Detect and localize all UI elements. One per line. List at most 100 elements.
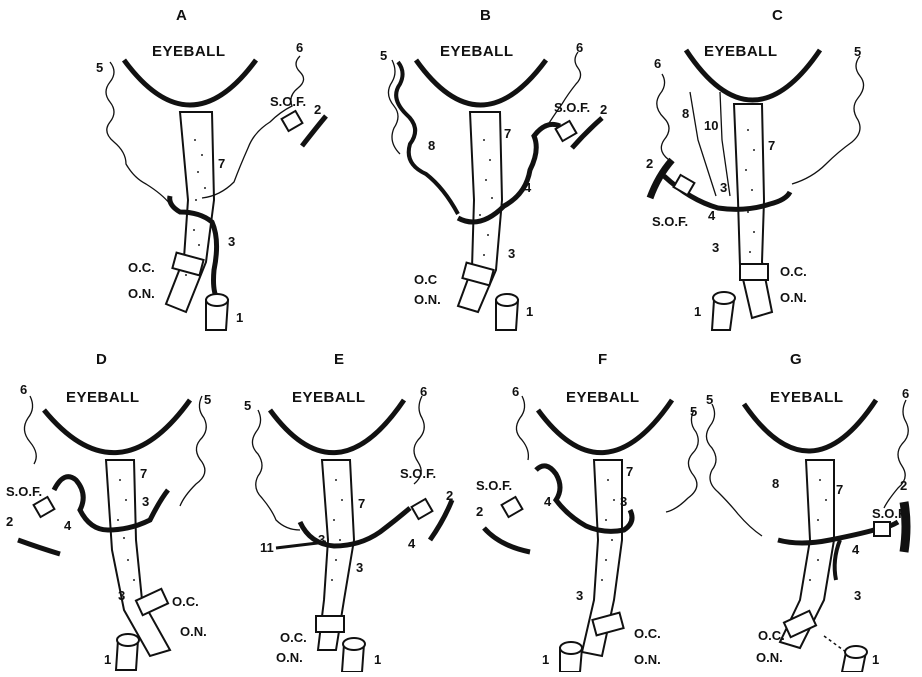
label-2: 2 — [900, 478, 907, 493]
eyeball-outline — [44, 400, 190, 453]
eyeball-label: EYEBALL — [704, 43, 778, 60]
internal-carotid-artery — [712, 292, 735, 330]
label-7: 7 — [626, 464, 633, 479]
label-sof: S.O.F. — [554, 100, 590, 115]
panel-letter: C — [772, 7, 783, 24]
internal-carotid-artery — [342, 638, 365, 672]
label-5: 5 — [690, 404, 697, 419]
label-2: 2 — [600, 102, 607, 117]
sof-bar — [302, 116, 326, 146]
label-1: 1 — [236, 310, 243, 325]
label-2: 2 — [476, 504, 483, 519]
label-1: 1 — [542, 652, 549, 667]
label-3-lower: 3 — [712, 240, 719, 255]
label-sof: S.O.F. — [400, 466, 436, 481]
label-2: 2 — [6, 514, 13, 529]
optic-canal-band — [784, 611, 816, 637]
label-2: 2 — [646, 156, 653, 171]
label-4: 4 — [524, 180, 532, 195]
ophthalmic-artery-descending — [835, 540, 840, 580]
label-11: 11 — [260, 540, 274, 555]
label-6: 6 — [902, 386, 909, 401]
eyeball-outline — [744, 400, 876, 451]
label-oc: O.C. — [172, 594, 199, 609]
label-6: 6 — [512, 384, 519, 399]
label-sof: S.O.F. — [872, 506, 908, 521]
label-on: O.N. — [180, 624, 207, 639]
label-oc: O.C. — [758, 628, 785, 643]
label-6: 6 — [420, 384, 427, 399]
panel-letter: A — [176, 7, 187, 24]
label-3-lower: 3 — [356, 560, 363, 575]
label-6: 6 — [654, 56, 661, 71]
label-1: 1 — [694, 304, 701, 319]
nerve-5 — [180, 396, 206, 506]
label-3: 3 — [142, 494, 149, 509]
label-2: 2 — [446, 488, 453, 503]
label-4: 4 — [408, 536, 416, 551]
eyeball-label: EYEBALL — [292, 389, 366, 406]
label-1: 1 — [104, 652, 111, 667]
label-6: 6 — [576, 40, 583, 55]
panel-c: C EYEBALL S.O.F. 2 5 6 7 8 10 3 4 3 O.C.… — [646, 7, 864, 330]
label-8: 8 — [682, 106, 689, 121]
panel-d: D EYEBALL S.O.F. 2 5 6 7 3 4 3 O.C. O.N.… — [6, 351, 211, 670]
internal-carotid-artery — [206, 294, 228, 330]
panel-g: G EYEBALL S.O.F. 2 5 6 7 8 4 3 O.C. O.N.… — [706, 351, 909, 672]
sof-box — [502, 497, 523, 517]
nerve-8 — [690, 92, 716, 196]
eyeball-outline — [538, 400, 672, 453]
optic-canal-band — [316, 616, 344, 632]
label-7: 7 — [140, 466, 147, 481]
eyeball-label: EYEBALL — [770, 389, 844, 406]
panel-f: F EYEBALL S.O.F. 2 5 6 7 3 4 3 O.C. O.N.… — [476, 351, 698, 672]
sof-box — [282, 111, 303, 131]
label-2: 2 — [314, 102, 321, 117]
label-sof: S.O.F. — [6, 484, 42, 499]
panel-letter: G — [790, 351, 802, 368]
eyeball-outline — [270, 400, 404, 453]
label-4: 4 — [852, 542, 860, 557]
label-5: 5 — [380, 48, 387, 63]
eyeball-outline — [416, 60, 546, 105]
panel-e: E EYEBALL S.O.F. 2 5 6 7 3 11 4 3 O.C. O… — [244, 351, 453, 672]
label-7: 7 — [836, 482, 843, 497]
eyeball-label: EYEBALL — [440, 43, 514, 60]
label-5: 5 — [854, 44, 861, 59]
label-4: 4 — [708, 208, 716, 223]
nerve-5 — [106, 62, 170, 204]
sof-bar — [484, 528, 530, 552]
label-3-lower: 3 — [118, 588, 125, 603]
label-6: 6 — [296, 40, 303, 55]
ophthalmic-artery — [300, 508, 410, 546]
label-oc: O.C. — [780, 264, 807, 279]
panel-letter: E — [334, 351, 344, 368]
eyeball-label: EYEBALL — [152, 43, 226, 60]
label-5: 5 — [244, 398, 251, 413]
label-on: O.N. — [780, 290, 807, 305]
eyeball-label: EYEBALL — [566, 389, 640, 406]
label-on: O.N. — [414, 292, 441, 307]
panel-b: B EYEBALL S.O.F. 2 5 6 7 8 4 3 O.C O.N. … — [380, 7, 607, 330]
nerve-6 — [24, 396, 36, 464]
label-sof: S.O.F. — [270, 94, 306, 109]
nerve-5 — [252, 410, 300, 530]
label-10: 10 — [704, 118, 718, 133]
nerve-5 — [666, 410, 698, 512]
internal-carotid-artery — [116, 634, 139, 670]
label-7: 7 — [504, 126, 511, 141]
nerve-6 — [516, 396, 528, 460]
label-on: O.N. — [756, 650, 783, 665]
label-5: 5 — [706, 392, 713, 407]
label-3: 3 — [720, 180, 727, 195]
label-sof: S.O.F. — [652, 214, 688, 229]
label-on: O.N. — [128, 286, 155, 301]
label-6: 6 — [20, 382, 27, 397]
sof-box — [34, 497, 55, 517]
label-3: 3 — [854, 588, 861, 603]
label-3: 3 — [318, 532, 325, 547]
optic-nerve — [106, 460, 170, 656]
label-7: 7 — [768, 138, 775, 153]
label-oc: O.C. — [128, 260, 155, 275]
